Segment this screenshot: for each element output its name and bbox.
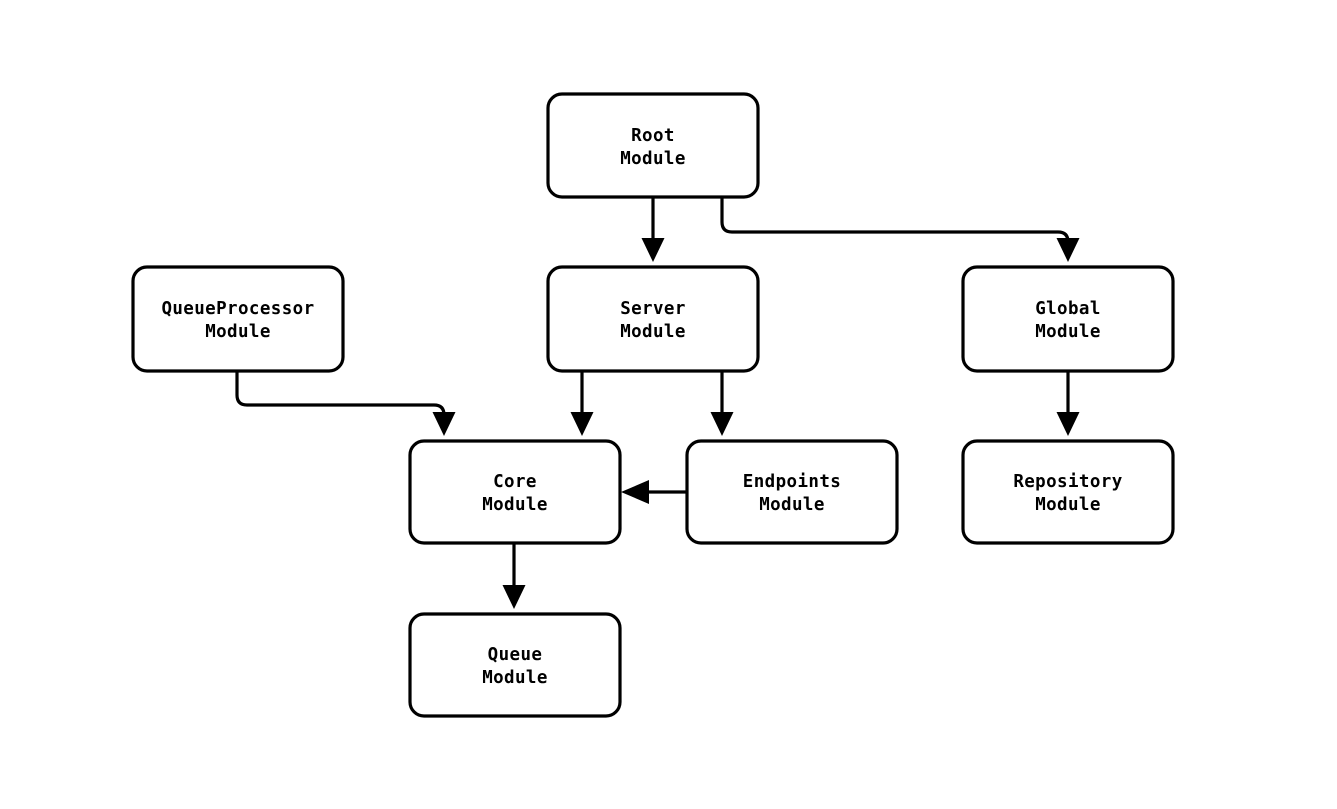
node-queueprocessor-module-label-line2: Module: [205, 322, 271, 342]
nodes-layer: Root Module QueueProcessor Module Server…: [131, 92, 1175, 718]
node-endpoints-module-label-line1: Endpoints: [743, 472, 841, 492]
node-queueprocessor-module-box[interactable]: [131, 265, 345, 373]
node-queueprocessor-module[interactable]: QueueProcessor Module: [131, 265, 345, 373]
edge-root-to-server: [641, 197, 665, 262]
edge-core-to-queue: [502, 543, 526, 609]
node-root-module-label-line1: Root: [631, 126, 675, 146]
node-repository-module[interactable]: Repository Module: [961, 439, 1175, 545]
node-root-module[interactable]: Root Module: [546, 92, 760, 199]
node-server-module-label-line2: Module: [620, 322, 686, 342]
node-endpoints-module-box[interactable]: [685, 439, 899, 545]
node-root-module-label-line2: Module: [620, 149, 686, 169]
edge-server-to-core: [570, 371, 594, 436]
node-endpoints-module[interactable]: Endpoints Module: [685, 439, 899, 545]
edge-root-to-global: [720, 197, 1080, 262]
node-repository-module-box[interactable]: [961, 439, 1175, 545]
node-core-module-box[interactable]: [408, 439, 622, 545]
node-core-module-label-line2: Module: [482, 495, 548, 515]
node-root-module-box[interactable]: [546, 92, 760, 199]
edge-server-to-endpoints: [710, 371, 734, 436]
node-repository-module-label-line1: Repository: [1013, 472, 1122, 492]
edges-layer: [235, 197, 1080, 609]
node-global-module-label-line2: Module: [1035, 322, 1101, 342]
node-endpoints-module-label-line2: Module: [759, 495, 825, 515]
node-queue-module[interactable]: Queue Module: [408, 612, 622, 718]
node-server-module-box[interactable]: [546, 265, 760, 373]
node-global-module-box[interactable]: [961, 265, 1175, 373]
node-server-module[interactable]: Server Module: [546, 265, 760, 373]
node-repository-module-label-line2: Module: [1035, 495, 1101, 515]
node-queue-module-label-line1: Queue: [488, 645, 543, 665]
node-core-module-label-line1: Core: [493, 472, 537, 492]
node-global-module-label-line1: Global: [1035, 299, 1101, 319]
node-queueprocessor-module-label-line1: QueueProcessor: [161, 299, 314, 319]
node-queue-module-label-line2: Module: [482, 668, 548, 688]
edge-queueprocessor-to-core: [235, 371, 456, 436]
edge-endpoints-to-core: [621, 480, 687, 504]
edge-global-to-repository: [1056, 371, 1080, 436]
node-global-module[interactable]: Global Module: [961, 265, 1175, 373]
node-queue-module-box[interactable]: [408, 612, 622, 718]
node-server-module-label-line1: Server: [620, 299, 686, 319]
node-core-module[interactable]: Core Module: [408, 439, 622, 545]
